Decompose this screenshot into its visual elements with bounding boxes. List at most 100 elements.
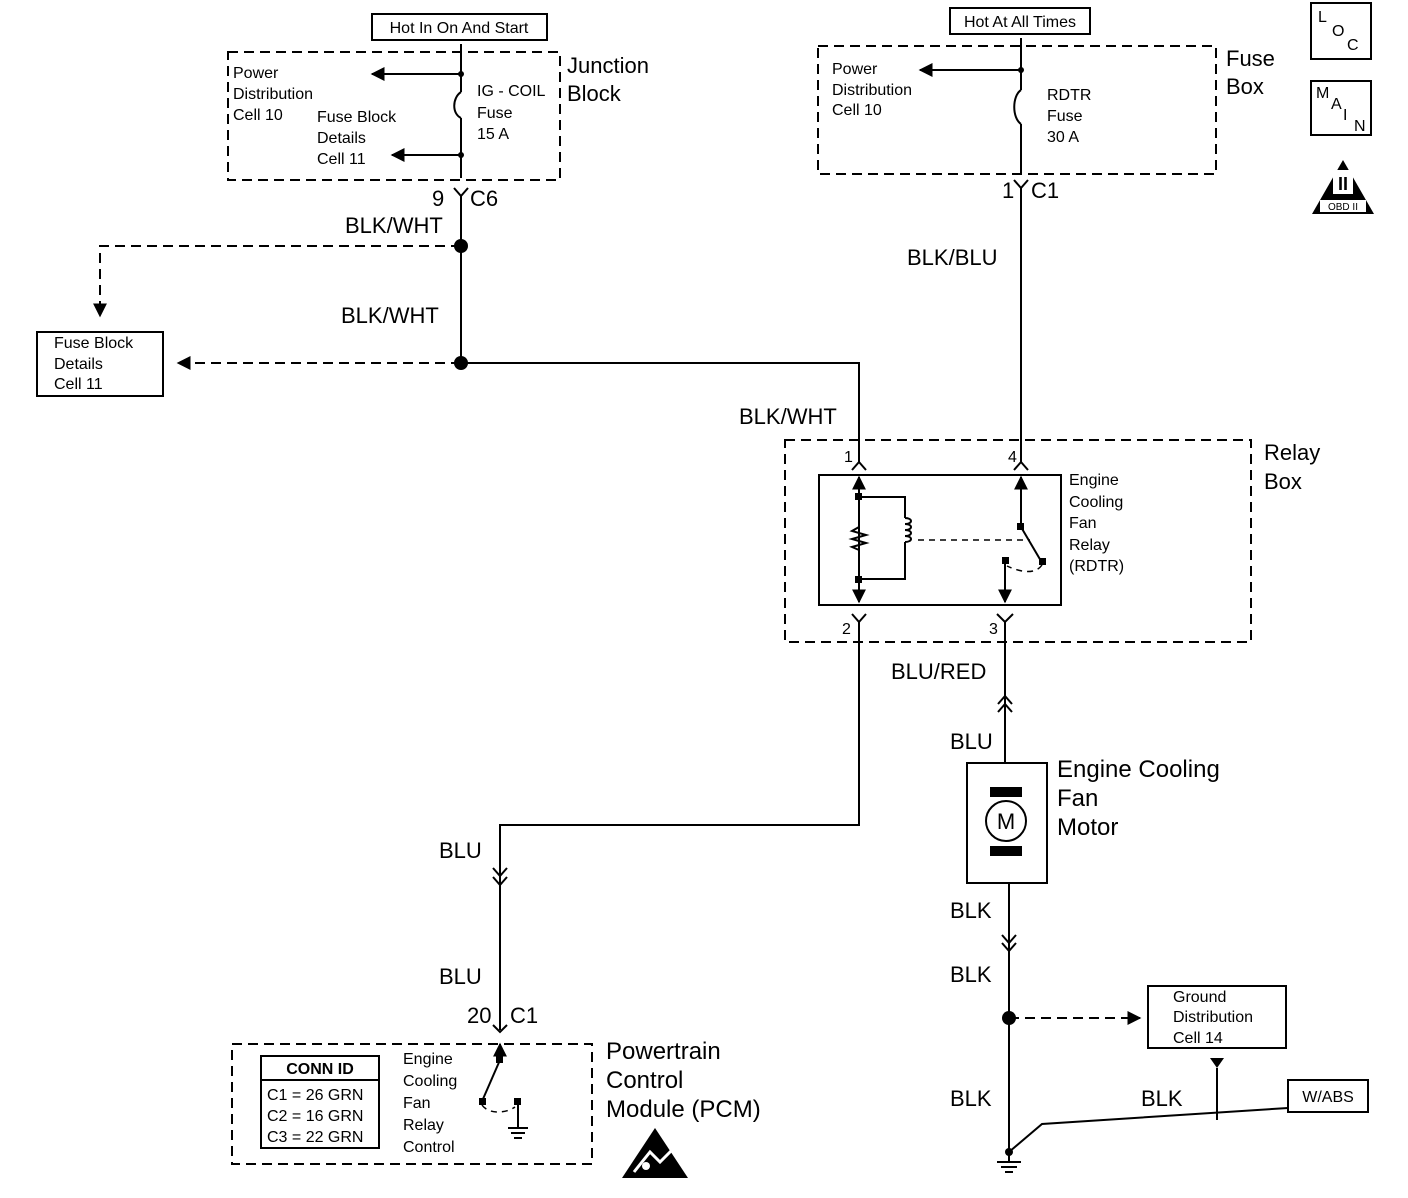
wire-label-blu-2: BLU xyxy=(439,964,482,989)
jb-pdc-line-2: Distribution xyxy=(233,86,313,103)
fuse-box-label-2: Box xyxy=(1226,74,1264,99)
fb-pdc-line-2: Distribution xyxy=(832,82,912,99)
fuse-box-label-1: Fuse xyxy=(1226,46,1275,71)
svg-text:I: I xyxy=(1343,107,1347,124)
pcm-label-2: Control xyxy=(606,1067,683,1094)
svg-text:C2 = 16 GRN: C2 = 16 GRN xyxy=(267,1108,363,1125)
relay-box-label-2: Box xyxy=(1264,469,1302,494)
svg-text:N: N xyxy=(1354,118,1366,135)
svg-text:Ground: Ground xyxy=(1173,989,1226,1006)
jb-fbd-line-1: Fuse Block xyxy=(317,109,397,126)
obd-ii-badge: II OBD II xyxy=(1312,160,1374,214)
svg-text:9: 9 xyxy=(432,186,444,211)
junction-block-label-1: Junction xyxy=(567,53,649,78)
junction-block-label-2: Block xyxy=(567,81,622,106)
pcm: Powertrain Control Module (PCM) CONN ID … xyxy=(231,1038,761,1165)
w-abs-box: W/ABS xyxy=(1287,1079,1369,1113)
svg-text:Cell 11: Cell 11 xyxy=(54,376,103,393)
svg-text:C1: C1 xyxy=(510,1003,538,1028)
inline-connector-ground xyxy=(1001,934,1017,953)
svg-text:Hot In On And Start: Hot In On And Start xyxy=(390,20,529,37)
hot-in-on-and-start-label: Hot In On And Start xyxy=(371,13,548,41)
connector-c1-top: 1 C1 xyxy=(1002,178,1059,203)
svg-text:1: 1 xyxy=(1002,178,1014,203)
ground-distribution-box: Ground Distribution Cell 14 xyxy=(1147,985,1287,1049)
motor-label-1: Engine Cooling xyxy=(1057,756,1220,783)
relay-box: Relay Box 1 4 2 3 Engine Cooling Fan Rel… xyxy=(784,439,1320,643)
wire-label-blk-blu: BLK/BLU xyxy=(907,245,998,270)
conn-id-table: CONN ID C1 = 26 GRN C2 = 16 GRN C3 = 22 … xyxy=(260,1055,380,1149)
jb-fuse-line-2: Fuse xyxy=(477,105,513,122)
motor-label-2: Fan xyxy=(1057,785,1098,812)
svg-text:O: O xyxy=(1332,23,1344,40)
svg-text:OBD II: OBD II xyxy=(1328,202,1358,213)
wire-label-blk-wht-2: BLK/WHT xyxy=(341,303,439,328)
svg-text:C1: C1 xyxy=(1031,178,1059,203)
svg-text:CONN ID: CONN ID xyxy=(286,1061,354,1078)
pcm-rc-4: Relay xyxy=(403,1117,444,1134)
pcm-rc-5: Control xyxy=(403,1139,455,1156)
fuse-box: Fuse Box Power Distribution Cell 10 RDTR… xyxy=(817,38,1275,175)
relay-name-1: Engine xyxy=(1069,472,1119,489)
connector-pcm-c1: 20 C1 xyxy=(467,1003,538,1034)
ground-dist-arrow xyxy=(1210,1058,1224,1068)
jb-fuse-line-1: IG - COIL xyxy=(477,83,546,100)
wire-label-blk-wht-1: BLK/WHT xyxy=(345,213,443,238)
wire-label-blk-2: BLK xyxy=(950,962,992,987)
relay-pin-4: 4 xyxy=(1008,449,1017,466)
svg-text:M: M xyxy=(1316,85,1329,102)
jb-pdc-line-1: Power xyxy=(233,65,279,82)
relay-name-4: Relay xyxy=(1069,537,1110,554)
wire-blk-wht-to-relay xyxy=(461,362,860,462)
hot-at-all-times-label: Hot At All Times xyxy=(949,7,1091,35)
svg-text:C1 = 26 GRN: C1 = 26 GRN xyxy=(267,1087,363,1104)
relay-name-5: (RDTR) xyxy=(1069,558,1124,575)
wire-label-blk-3: BLK xyxy=(950,1086,992,1111)
dashed-ref-1 xyxy=(93,245,461,318)
pcm-label-1: Powertrain xyxy=(606,1038,721,1065)
main-badge: M A I N xyxy=(1310,80,1372,136)
svg-text:20: 20 xyxy=(467,1003,491,1028)
jb-pdc-line-3: Cell 10 xyxy=(233,107,283,124)
relay-name-3: Fan xyxy=(1069,515,1097,532)
fb-fuse-line-1: RDTR xyxy=(1047,87,1091,104)
junction-block: Junction Block Power Distribution Cell 1… xyxy=(227,44,649,181)
relay-pin-3: 3 xyxy=(989,621,998,638)
jb-fuse-line-3: 15 A xyxy=(477,126,509,143)
svg-text:Fuse Block: Fuse Block xyxy=(54,335,134,352)
wire-blu-to-pcm xyxy=(499,622,860,1030)
svg-text:II: II xyxy=(1338,174,1348,194)
loc-badge: L O C xyxy=(1310,2,1372,60)
svg-text:Cell 14: Cell 14 xyxy=(1173,1030,1223,1047)
relay-name-2: Cooling xyxy=(1069,494,1123,511)
motor-symbol: M xyxy=(997,809,1015,834)
pcm-rc-3: Fan xyxy=(403,1095,431,1112)
svg-text:C6: C6 xyxy=(470,186,498,211)
pcm-rc-1: Engine xyxy=(403,1051,453,1068)
motor-label-3: Motor xyxy=(1057,814,1118,841)
pcm-label-3: Module (PCM) xyxy=(606,1096,761,1123)
fb-fuse-line-2: Fuse xyxy=(1047,108,1083,125)
svg-text:Distribution: Distribution xyxy=(1173,1009,1253,1026)
fb-pdc-line-3: Cell 10 xyxy=(832,102,882,119)
wire-label-blu-3: BLU xyxy=(950,729,993,754)
svg-text:C: C xyxy=(1347,37,1359,54)
engine-cooling-fan-motor: M Engine Cooling Fan Motor xyxy=(966,756,1220,884)
pcm-rc-2: Cooling xyxy=(403,1073,457,1090)
chassis-ground xyxy=(997,1148,1021,1173)
wire-label-blk-wht-3: BLK/WHT xyxy=(739,404,837,429)
svg-text:A: A xyxy=(1331,96,1342,113)
relay-pin-1: 1 xyxy=(844,449,853,466)
svg-text:W/ABS: W/ABS xyxy=(1302,1089,1354,1106)
relay-box-label-1: Relay xyxy=(1264,440,1320,465)
fb-pdc-line-1: Power xyxy=(832,61,878,78)
fb-fuse-line-3: 30 A xyxy=(1047,129,1079,146)
svg-text:Details: Details xyxy=(54,356,103,373)
svg-text:C3 = 22 GRN: C3 = 22 GRN xyxy=(267,1129,363,1146)
jb-fbd-line-2: Details xyxy=(317,130,366,147)
connector-c6: 9 C6 xyxy=(432,186,498,211)
wire-label-blk-4: BLK xyxy=(1141,1086,1183,1111)
wire-blk-abs xyxy=(1008,1107,1289,1153)
jb-fbd-line-3: Cell 11 xyxy=(317,151,366,168)
